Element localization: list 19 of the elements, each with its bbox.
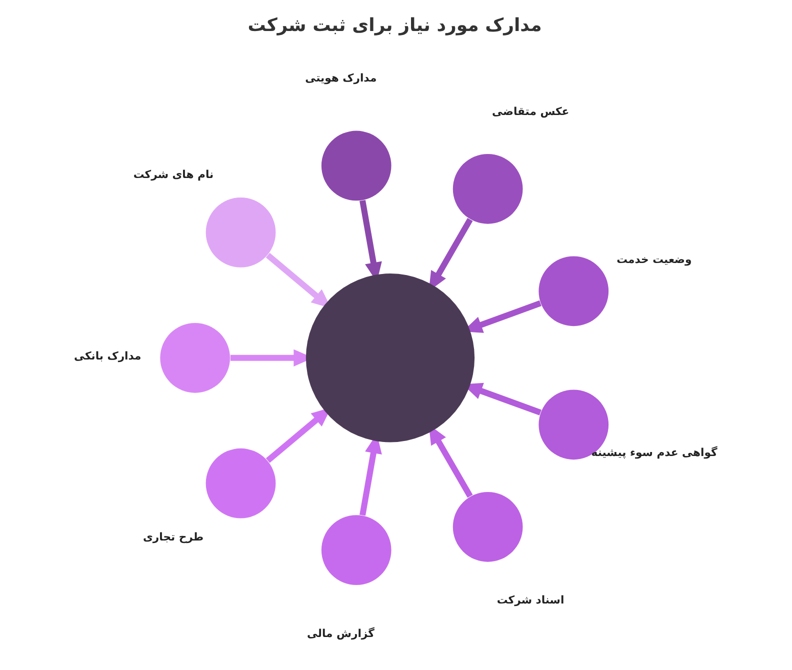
node-label: مدارک بانکی	[74, 349, 141, 362]
node-label: وضعیت خدمت	[616, 252, 692, 266]
node-label: عکس متقاضی	[492, 105, 569, 118]
node-circle	[538, 256, 608, 326]
node-circle	[205, 198, 276, 268]
node-circle	[452, 154, 522, 224]
node-circle	[320, 130, 391, 201]
node-label: مدارک هویتی	[304, 72, 376, 85]
node-circle	[305, 274, 474, 442]
node-circle	[205, 448, 276, 518]
node-label: طرح تجاری	[142, 530, 204, 544]
node-label: اسناد شرکت	[496, 593, 564, 606]
node-label: گزارش مالی	[306, 626, 374, 640]
node-label: نام های شرکت	[132, 168, 214, 182]
node-circle	[160, 322, 230, 393]
diagram-title: مدارک مورد نیاز برای ثبت شرکت	[247, 14, 542, 36]
node-circle	[320, 515, 391, 585]
node-label: گواهی عدم سوء پیشینه	[590, 446, 717, 459]
node-circle	[452, 492, 522, 562]
